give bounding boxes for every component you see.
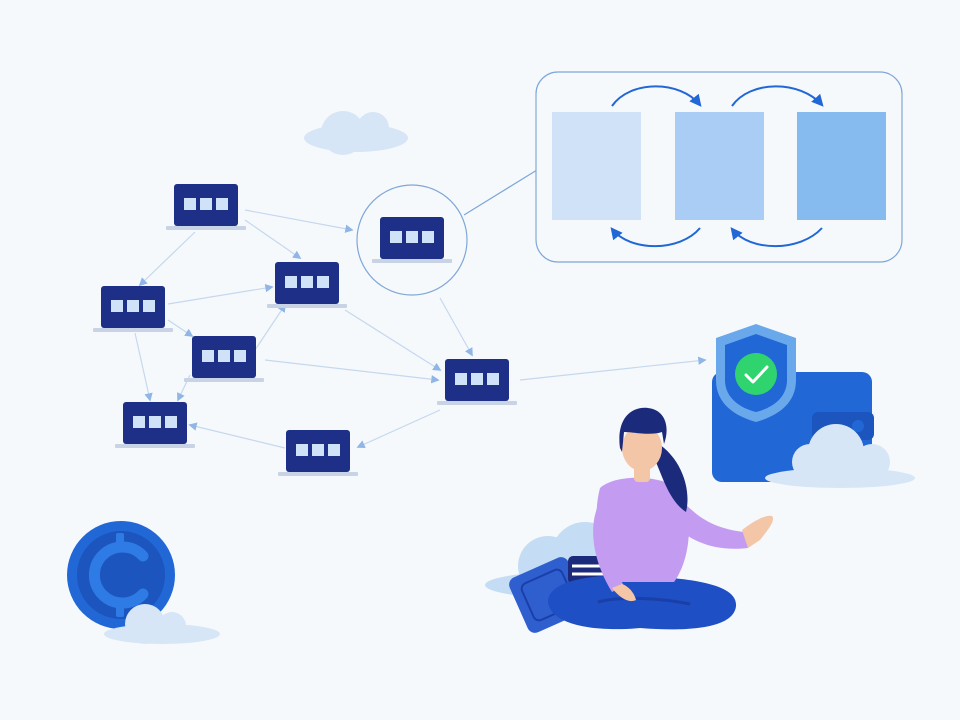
coin-icon [67,521,175,629]
laptop-icon [184,336,264,382]
laptop-icon [166,184,246,230]
laptop-icon [372,217,452,263]
blockchain-panel [535,71,903,263]
chain-arrow-icon [731,85,824,107]
cloud-wallet [765,424,915,488]
laptop-icon [93,286,173,332]
panel-connector [463,169,538,216]
chain-arrow-icon [610,227,701,248]
laptop-icon [437,359,517,405]
cloud-coin [104,604,220,644]
network-links [134,209,707,449]
laptop-icon [278,430,358,476]
block-2 [675,112,764,220]
laptop-icon [115,402,195,448]
cloud-top [304,111,408,155]
shield-check-icon [716,324,796,422]
block-3 [797,112,886,220]
block-1 [552,112,641,220]
chain-arrow-icon [611,85,702,107]
laptop-icon [267,262,347,308]
chain-arrow-icon [730,227,823,248]
seated-woman-illustration [509,407,774,633]
